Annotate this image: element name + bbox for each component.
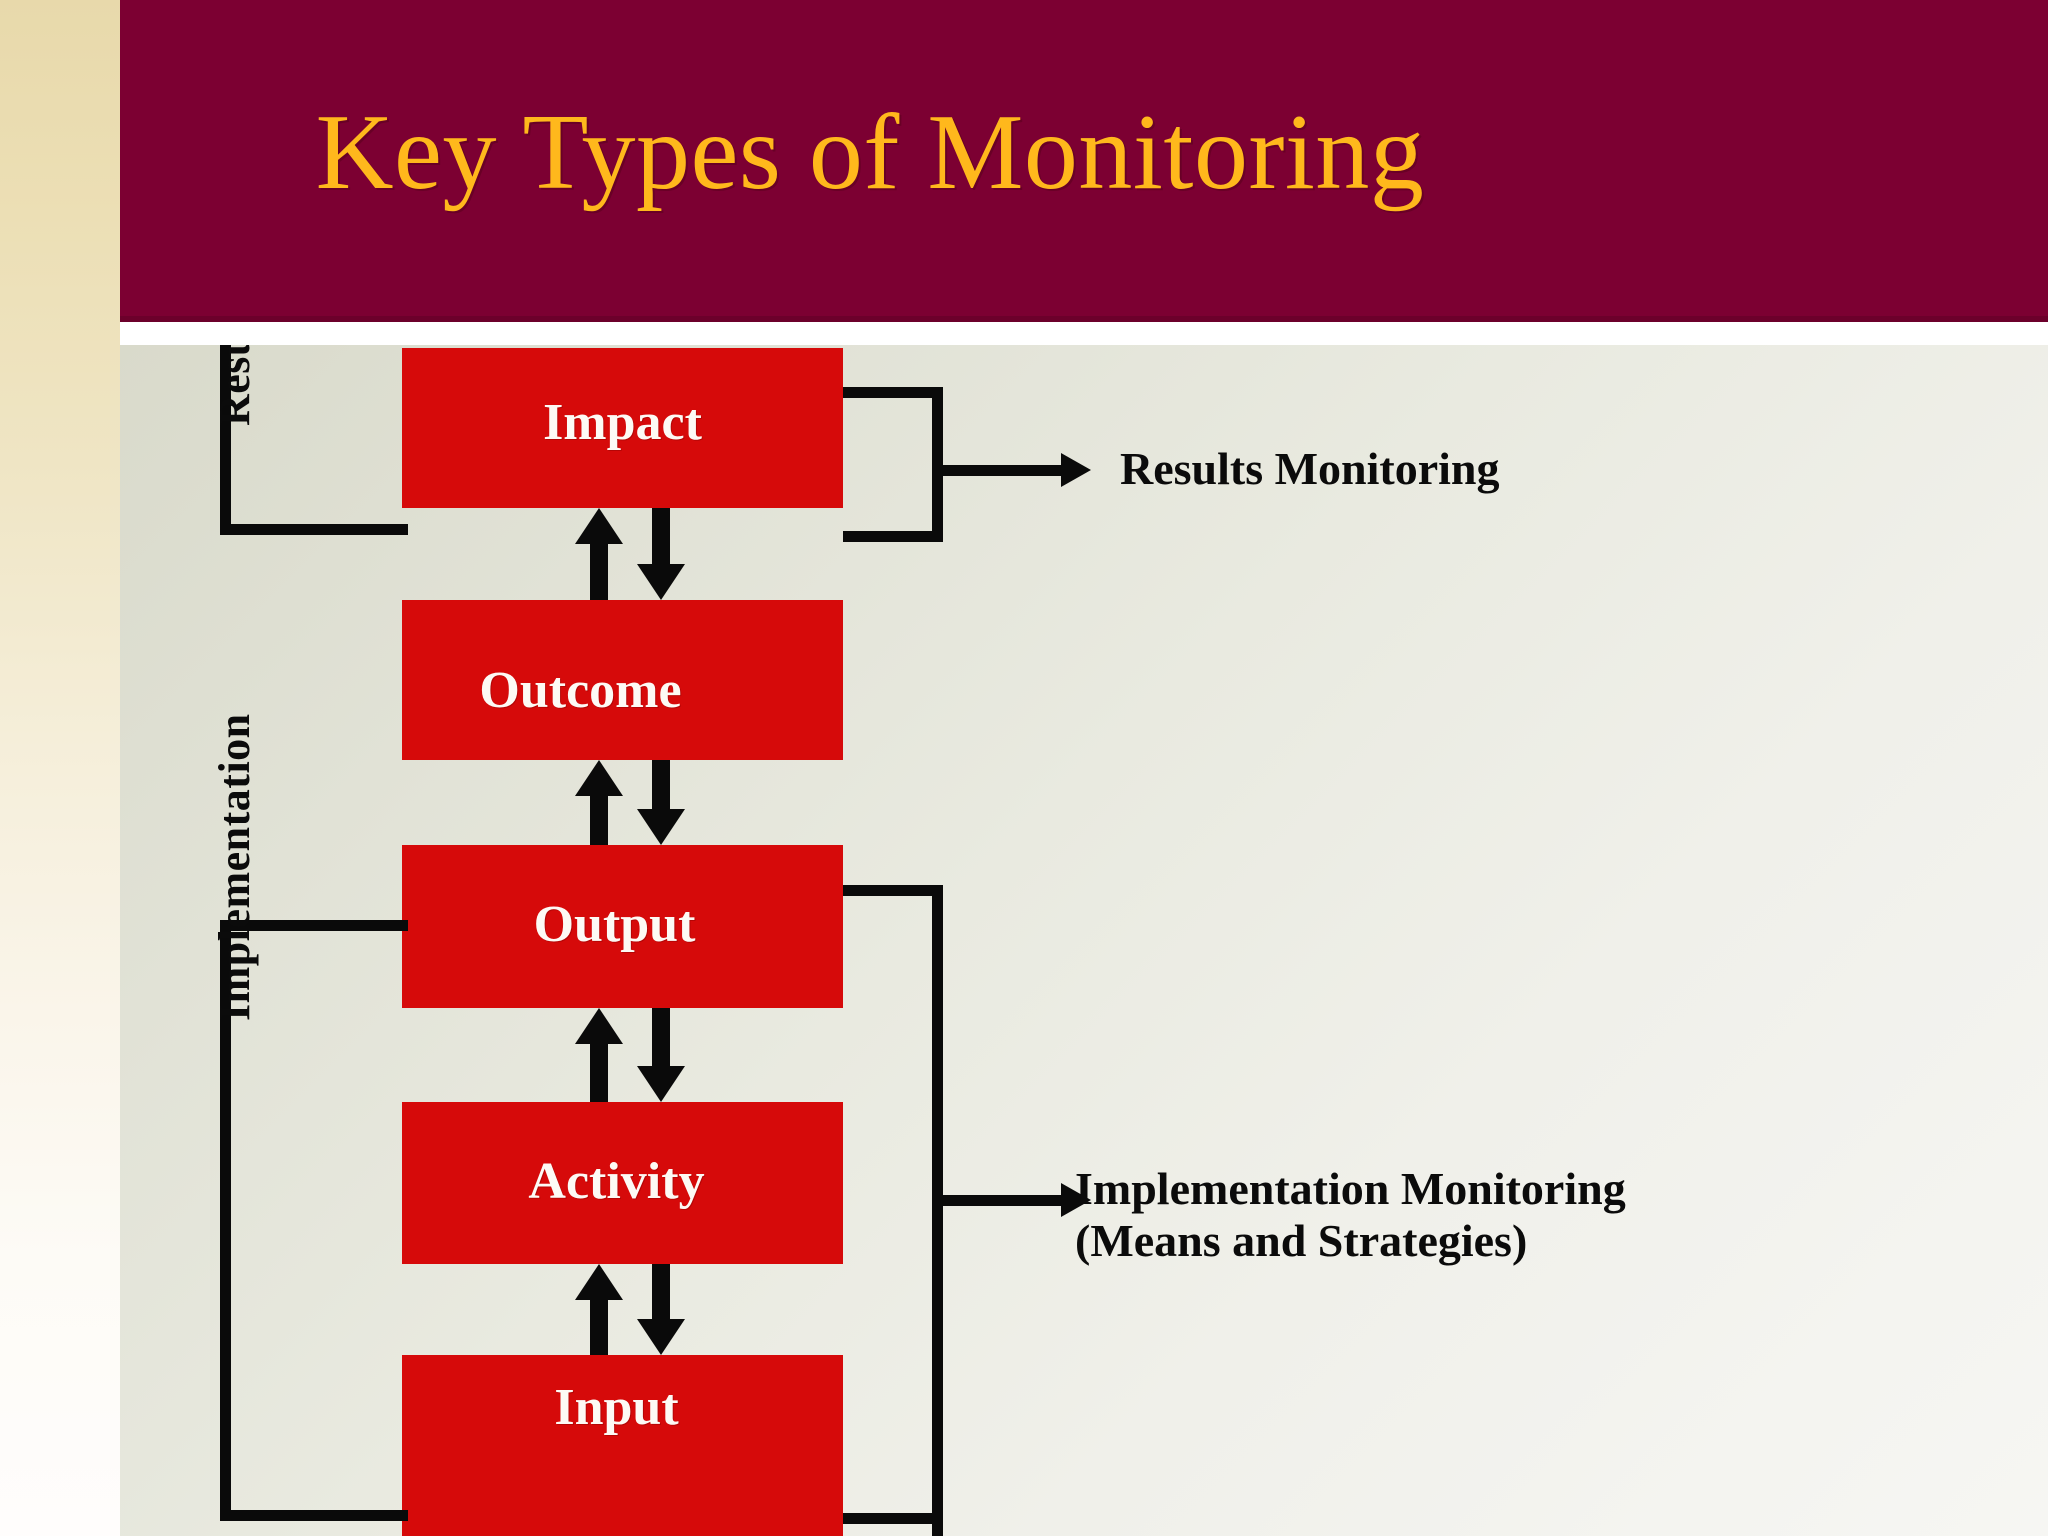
chain-box-output-label: Output <box>533 896 696 953</box>
callout-implementation-monitoring: Implementation Monitoring (Means and Str… <box>1075 1163 1626 1266</box>
results-bracket-spine <box>220 345 231 535</box>
arrow-up-head-icon <box>575 1264 623 1300</box>
chain-box-output[interactable]: Output <box>402 845 843 1008</box>
chain-box-impact[interactable]: Impact <box>402 348 843 508</box>
arrow-down-head-icon <box>637 1319 685 1355</box>
chain-box-activity[interactable]: Activity <box>402 1102 843 1264</box>
results-tap-spine <box>932 387 943 542</box>
callout-implementation-line1: Implementation Monitoring <box>1075 1163 1626 1214</box>
arrow-down-shaft <box>652 1008 670 1072</box>
arrow-up-shaft <box>590 538 608 600</box>
arrow-up-shaft <box>590 1038 608 1102</box>
implementation-tap-top-arm <box>843 885 943 896</box>
arrow-down-shaft <box>652 1264 670 1325</box>
arrow-pair-outcome-output <box>575 760 705 845</box>
arrow-head-icon <box>1061 1183 1091 1217</box>
implementation-tap-spine <box>932 885 943 1536</box>
header-divider <box>120 322 2048 345</box>
arrow-pair-activity-input <box>575 1264 705 1355</box>
implementation-bracket-bottom-arm <box>220 1510 408 1521</box>
arrow-down-head-icon <box>637 1066 685 1102</box>
chain-box-outcome-label: Outcome <box>479 661 682 719</box>
chain-box-input-label: Input <box>554 1379 679 1436</box>
arrow-up-shaft <box>590 790 608 845</box>
results-tap-bottom-arm <box>843 531 943 542</box>
diagram-canvas: Impact Outcome Output Activity Input <box>120 345 2048 1536</box>
results-tap-top-arm <box>843 387 943 398</box>
arrow-up-head-icon <box>575 1008 623 1044</box>
callout-results-monitoring: Results Monitoring <box>1120 443 1500 494</box>
callout-implementation-line2: (Means and Strategies) <box>1075 1214 1528 1266</box>
arrow-down-head-icon <box>637 809 685 845</box>
arrow-pair-output-activity <box>575 1008 705 1102</box>
implementation-bracket-top-arm <box>220 920 408 931</box>
results-bracket-bottom-arm <box>220 524 408 535</box>
implementation-bracket-spine <box>220 920 231 1521</box>
chain-box-outcome[interactable]: Outcome <box>402 600 843 760</box>
arrow-up-head-icon <box>575 508 623 544</box>
arrow-up-head-icon <box>575 760 623 796</box>
arrow-shaft <box>943 465 1063 476</box>
implementation-callout-arrow-icon <box>943 1183 1093 1217</box>
arrow-down-shaft <box>652 508 670 570</box>
left-accent-bar <box>0 0 120 1536</box>
chain-box-impact-label: Impact <box>543 393 702 451</box>
group-label-results: Results <box>210 345 259 426</box>
implementation-tap-bottom-arm <box>843 1513 943 1524</box>
arrow-down-head-icon <box>637 564 685 600</box>
arrow-down-shaft <box>652 760 670 815</box>
arrow-pair-impact-outcome <box>575 508 705 600</box>
group-label-implementation: Implementation <box>210 713 259 1021</box>
title-band <box>120 0 2048 322</box>
chain-box-input[interactable]: Input <box>402 1355 843 1536</box>
chain-box-activity-label: Activity <box>528 1152 705 1210</box>
page-title: Key Types of Monitoring <box>315 93 1425 212</box>
results-callout-arrow-icon <box>943 453 1093 487</box>
arrow-head-icon <box>1061 453 1091 487</box>
arrow-shaft <box>943 1195 1063 1206</box>
arrow-up-shaft <box>590 1294 608 1355</box>
